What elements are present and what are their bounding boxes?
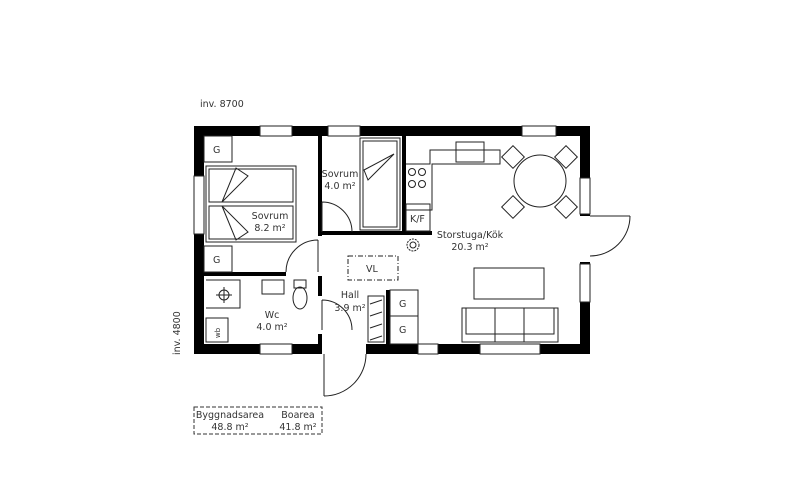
building-area-value: 48.8 m²	[211, 422, 248, 433]
wardrobe-label: G	[213, 255, 220, 266]
wardrobes: G G G G	[203, 135, 419, 345]
building-area-label: Byggnadsarea	[196, 410, 264, 421]
wardrobe-label: G	[213, 145, 220, 156]
vl-box	[347, 255, 399, 281]
bed-double	[205, 165, 297, 243]
wb-label: wb	[214, 327, 222, 338]
fridge-label: K/F	[410, 214, 425, 225]
dining-table	[500, 144, 579, 220]
room-area: 3.9 m²	[334, 303, 365, 314]
height-dimension: inv. 4800	[172, 311, 183, 355]
room-name: Storstuga/Kök	[437, 230, 504, 241]
room-area: 4.0 m²	[324, 181, 355, 192]
wardrobe-label: G	[399, 299, 406, 310]
wardrobe-label: G	[399, 325, 406, 336]
sofa	[461, 307, 559, 343]
room-name: Hall	[341, 290, 359, 301]
room-name: Sovrum	[252, 211, 289, 222]
room-area: 20.3 m²	[451, 242, 488, 253]
bed-single	[359, 137, 401, 231]
windows	[193, 125, 591, 355]
doors[interactable]	[285, 201, 631, 397]
wc-fixtures: wb	[205, 279, 308, 343]
shoe-rack	[367, 295, 385, 343]
room-area: 4.0 m²	[256, 322, 287, 333]
living-area-value: 41.8 m²	[279, 422, 316, 433]
interior-walls	[204, 136, 432, 344]
outer-walls	[194, 126, 590, 354]
room-area: 8.2 m²	[254, 223, 285, 234]
kitchen: K/F	[405, 141, 501, 252]
area-summary: Byggnadsarea 48.8 m² Boarea 41.8 m²	[193, 406, 323, 435]
living-area-label: Boarea	[281, 410, 315, 421]
width-dimension: inv. 8700	[200, 99, 244, 110]
vl-label: VL	[366, 264, 378, 275]
room-name: Sovrum	[322, 169, 359, 180]
room-name: Wc	[265, 310, 280, 321]
coffee-table	[473, 267, 545, 300]
